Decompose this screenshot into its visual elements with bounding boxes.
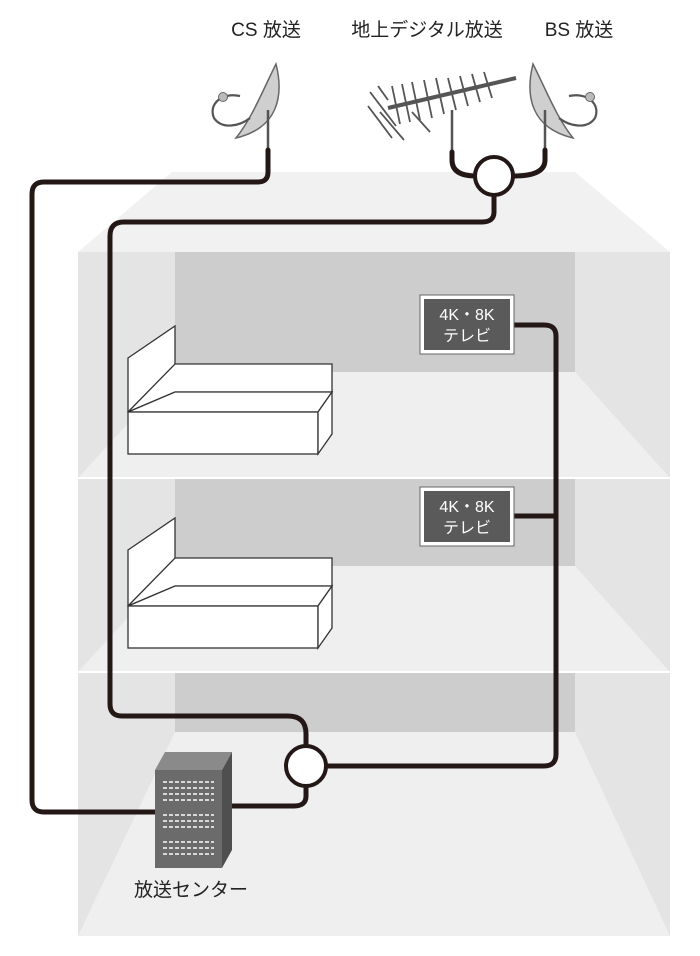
- broadcast-center-label: 放送センター: [134, 879, 248, 901]
- terrestrial-antenna-icon: [367, 71, 517, 152]
- cable-trunk: [107, 193, 497, 751]
- cable-terrestrial: [449, 149, 479, 179]
- tv-label-line1: 4K・8K: [439, 307, 494, 324]
- bs-broadcast-label: BS 放送: [545, 19, 614, 41]
- tv-floor2: 4K・8K テレビ: [419, 486, 515, 547]
- bed-floor1: [127, 324, 334, 457]
- cable-cs: [29, 147, 271, 815]
- splitter-bottom-icon: [284, 744, 328, 788]
- bed-floor2: [127, 516, 334, 651]
- cs-dish-icon: [211, 61, 280, 150]
- floor3-back-wall: [175, 672, 575, 732]
- cs-broadcast-label: CS 放送: [231, 19, 301, 41]
- floor1-back-wall: [175, 252, 575, 372]
- tv-floor1: 4K・8K テレビ: [419, 294, 515, 355]
- tv-label-line2: テレビ: [443, 327, 491, 345]
- cable-tv-feed: [323, 322, 559, 769]
- building-roof: [78, 172, 670, 252]
- tv-label-line1: 4K・8K: [439, 499, 494, 516]
- server-rack-icon: [155, 752, 232, 868]
- cable-center: [222, 783, 309, 809]
- bs-dish-icon: [529, 61, 598, 150]
- cables: [29, 147, 559, 815]
- floor2-back-wall: [175, 478, 575, 566]
- splitter-top-icon: [473, 155, 515, 197]
- tv-label-line2: テレビ: [443, 519, 491, 537]
- cable-bs: [511, 147, 548, 179]
- terrestrial-broadcast-label: 地上デジタル放送: [351, 19, 503, 41]
